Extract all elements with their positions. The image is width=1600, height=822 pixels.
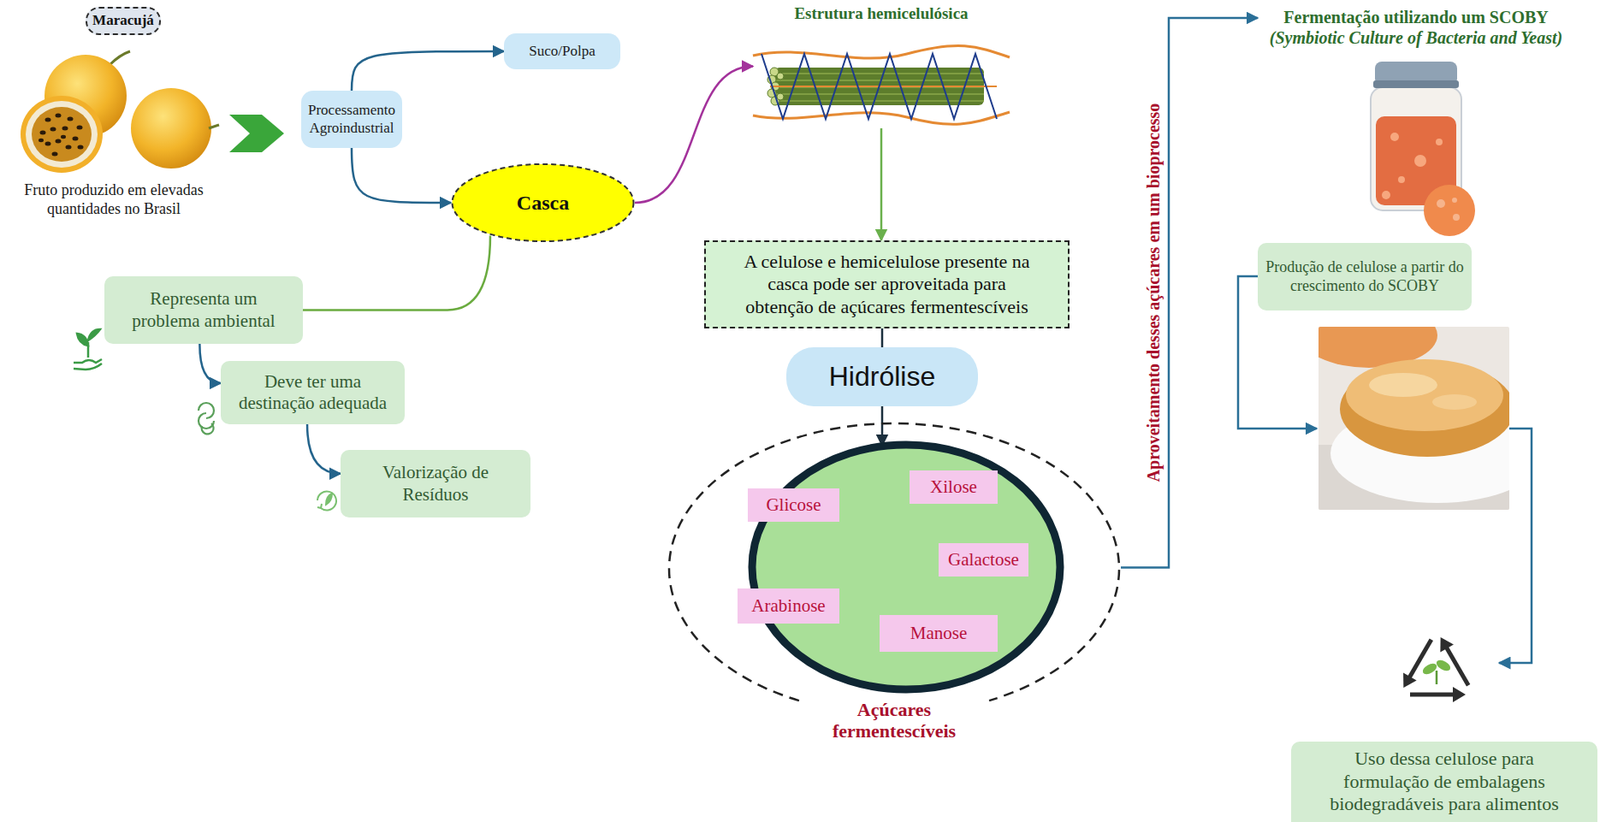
heading-node: Fermentação utilizando um SCOBY(Symbioti…	[1257, 6, 1575, 237]
fruit-stem	[109, 51, 131, 66]
dashed-box: A celulose e hemicelulose presente na ca…	[704, 240, 1070, 329]
illustration-node: Estrutura hemicelulósica	[752, 4, 1010, 129]
node-text: Deve ter uma destinação adequada	[236, 371, 390, 415]
node-text: Representa um problema ambiental	[119, 288, 288, 332]
node-text: (Symbiotic Culture of Bacteria and Yeast…	[1257, 27, 1575, 48]
sugar-tag: Galactose	[938, 543, 1029, 577]
node-text: Glicose	[751, 494, 836, 516]
scoby-photo	[1318, 326, 1510, 510]
node-text: Fermentação utilizando um SCOBY	[1257, 6, 1575, 28]
node-text: Arabinose	[740, 595, 836, 617]
flow-line	[1499, 428, 1532, 664]
process-box: Processamento Agroindustrial	[301, 90, 403, 149]
sugar-tag: Glicose	[747, 488, 840, 522]
title-pill: Maracujá	[85, 6, 161, 36]
note-box: Valorização de Resíduos	[340, 450, 531, 518]
node-text: Suco/Polpa	[509, 42, 616, 60]
node-text: Maracujá	[92, 11, 155, 30]
connector	[880, 128, 883, 241]
connector	[307, 424, 341, 475]
recycle-icon	[1397, 634, 1476, 703]
edge-group	[199, 17, 1258, 569]
note-box: Produção de celulose a partir do crescim…	[1257, 242, 1472, 311]
connector	[351, 148, 451, 203]
sugar-circle	[667, 445, 1121, 690]
note-box: Representa um problema ambiental	[104, 276, 303, 344]
node-text: Manose	[882, 622, 995, 645]
node-text: A celulose e hemicelulose presente na ca…	[736, 250, 1038, 319]
process-box: Suco/Polpa	[503, 33, 621, 70]
connector	[881, 328, 884, 348]
sugar-tag: Manose	[879, 615, 998, 652]
node-text: Produção de celulose a partir do crescim…	[1264, 258, 1465, 296]
process-pill: Hidrólise	[786, 347, 978, 407]
node-text: Açúcares fermentescíveis	[817, 699, 972, 743]
sugar-tag: Arabinose	[737, 588, 840, 624]
fruit-seeds	[38, 113, 84, 157]
node-text: Casca	[450, 190, 635, 216]
node-text: Estrutura hemicelulósica	[752, 4, 1010, 24]
connector	[302, 236, 491, 311]
kombucha-jar	[1257, 58, 1575, 243]
passion-fruit-image	[20, 51, 220, 173]
connector	[634, 66, 753, 204]
connector	[881, 406, 884, 446]
note-box: Uso dessa celulose para formulação de em…	[1291, 741, 1598, 822]
renew-icon	[317, 491, 337, 511]
node-text: Processamento Agroindustrial	[306, 101, 398, 137]
node-text: Xilose	[912, 476, 995, 498]
cycle-icon	[198, 402, 214, 434]
fruit	[130, 88, 212, 169]
fruit-half	[20, 95, 103, 173]
edge-label: Aproveitamento desses açúcares em um bio…	[1143, 70, 1164, 516]
ellipse-node: Casca	[450, 162, 635, 243]
node-text: Galactose	[942, 549, 1026, 571]
node-text: Hidrólise	[786, 360, 978, 393]
node-text: Valorização de Resíduos	[355, 462, 516, 505]
sugar-region: Açúcares fermentescíveisGlicoseXiloseGal…	[667, 445, 1121, 690]
eco-hand-icon	[73, 329, 102, 370]
hemicellulose-fiber	[752, 36, 1010, 129]
fruit-pulp	[31, 106, 92, 162]
connector	[199, 343, 221, 384]
sugar-tag: Xilose	[909, 470, 998, 504]
caption-text: Fruto produzido em elevadas quantidades …	[10, 181, 218, 219]
note-box: Deve ter uma destinação adequada	[220, 361, 405, 425]
node-text: Uso dessa celulose para formulação de em…	[1320, 747, 1569, 816]
connector	[351, 51, 504, 91]
chevron-arrow	[229, 114, 285, 153]
fruit-rind	[25, 100, 98, 168]
fruit-stem	[208, 124, 220, 129]
